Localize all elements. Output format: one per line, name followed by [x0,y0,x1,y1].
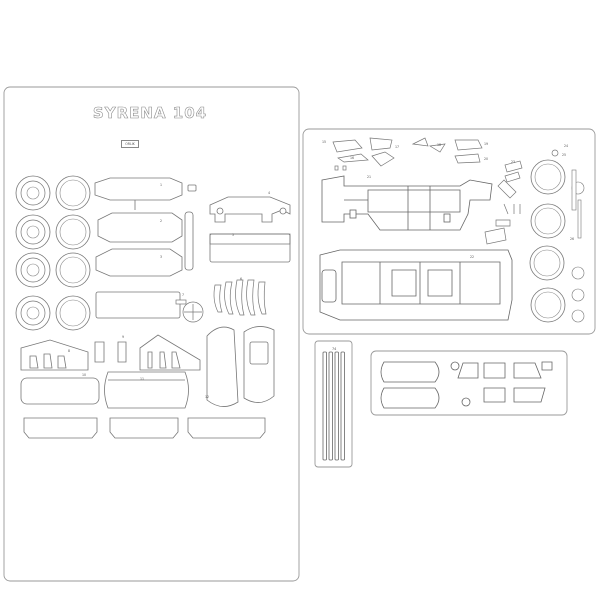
small-parts-row [332,137,559,171]
svg-text:17: 17 [395,145,399,149]
svg-text:12: 12 [205,395,209,399]
chassis-top [321,175,493,231]
svg-text:22: 22 [470,255,474,259]
svg-text:7: 7 [182,293,184,297]
svg-text:6: 6 [240,277,242,281]
suspension-parts [484,160,523,245]
svg-text:9: 9 [122,335,124,339]
svg-text:10: 10 [82,373,86,377]
steering-wheel-part [175,299,204,323]
svg-text:8: 8 [68,349,70,353]
svg-text:16: 16 [350,156,354,160]
svg-text:5: 5 [232,233,234,237]
window-sheet [370,350,568,416]
svg-text:19: 19 [484,142,488,146]
chassis-bottom [319,249,513,321]
right-wheels [529,159,585,323]
svg-text:23: 23 [511,160,515,164]
grille-part [213,279,267,316]
svg-text:25: 25 [562,153,566,157]
svg-text:11: 11 [140,377,144,381]
rear-frame-part [209,196,291,263]
right-sheet: 15 16 17 18 19 20 21 22 23 24 25 26 [302,128,596,335]
svg-text:21: 21 [367,175,371,179]
bumper-parts [23,417,266,439]
door-parts [206,326,275,407]
fender-parts [20,334,201,409]
body-panels [94,177,197,319]
svg-text:3: 3 [160,255,162,259]
svg-text:24: 24 [564,144,568,148]
brand-logo: ORLIK [121,140,139,148]
svg-text:18: 18 [437,143,441,147]
strip-sheet: 74 [314,340,353,468]
svg-text:2: 2 [160,219,162,223]
part-numbers-right: 15 16 17 18 19 20 21 22 23 24 25 26 [322,140,574,259]
svg-text:74: 74 [332,347,336,351]
svg-text:4: 4 [268,191,270,195]
svg-text:26: 26 [570,237,574,241]
svg-text:20: 20 [484,157,488,161]
svg-text:1: 1 [160,183,162,187]
svg-text:15: 15 [322,140,326,144]
